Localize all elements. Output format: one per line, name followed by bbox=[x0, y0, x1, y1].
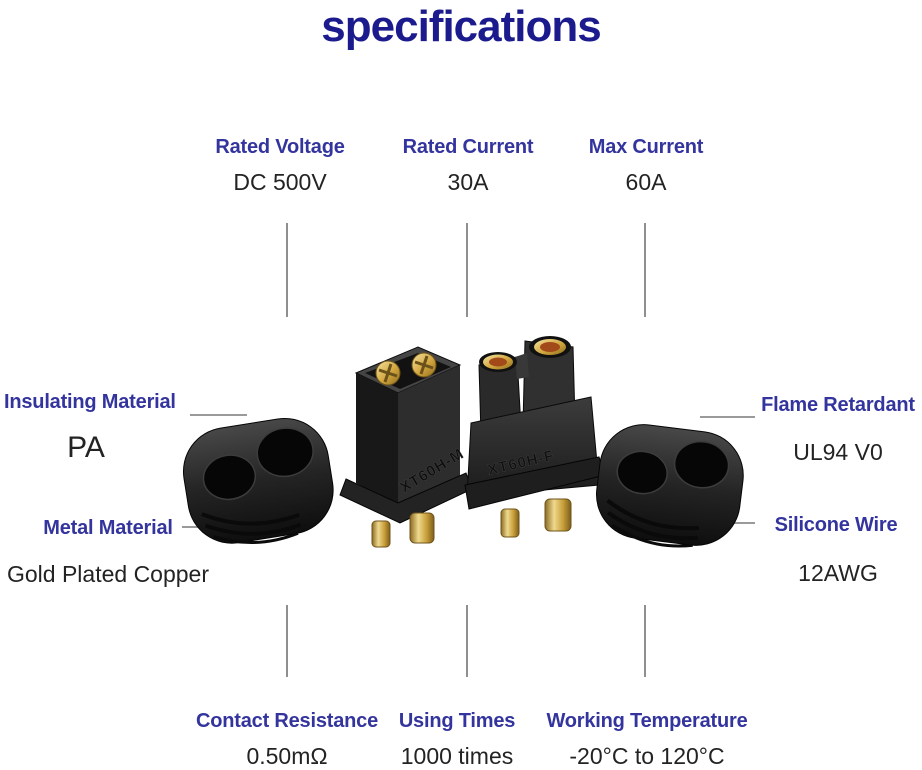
spec-label-rated-voltage: Rated Voltage bbox=[215, 136, 345, 158]
spec-value-rated-current: 30A bbox=[447, 169, 489, 195]
page-title: specifications bbox=[321, 2, 601, 51]
spec-rated-voltage: Rated Voltage DC 500V bbox=[155, 136, 405, 196]
spec-value-insulating-material: PA bbox=[67, 431, 105, 464]
callout-line-silicone-wire bbox=[725, 522, 755, 524]
spec-working-temperature: Working Temperature -20°C to 120°C bbox=[522, 710, 772, 770]
spec-value-rated-voltage: DC 500V bbox=[233, 169, 327, 195]
gold-solder-pin bbox=[371, 520, 391, 548]
gold-solder-pin bbox=[544, 498, 572, 532]
cap-ridge bbox=[213, 531, 299, 544]
spec-rated-current: Rated Current 30A bbox=[343, 136, 593, 196]
protective-cap-right bbox=[596, 424, 744, 548]
spec-value-flame-retardant: UL94 V0 bbox=[793, 439, 883, 465]
spec-value-working-temperature: -20°C to 120°C bbox=[569, 743, 725, 769]
tower-tab bbox=[515, 353, 529, 379]
spec-label-using-times: Using Times bbox=[398, 710, 516, 732]
gold-solder-pin bbox=[500, 508, 520, 538]
cap-body bbox=[596, 424, 744, 546]
spec-using-times: Using Times 1000 times bbox=[332, 710, 582, 770]
spec-value-silicone-wire: 12AWG bbox=[798, 560, 878, 586]
callout-line-max-current bbox=[644, 223, 646, 317]
cap-hole bbox=[673, 440, 730, 489]
spec-value-contact-resistance: 0.50mΩ bbox=[246, 743, 328, 769]
callout-line-using-times bbox=[466, 605, 468, 677]
cap-hole bbox=[616, 450, 668, 495]
spec-value-metal-material: Gold Plated Copper bbox=[6, 561, 210, 587]
connector-side-face bbox=[356, 373, 398, 505]
cap-hole bbox=[202, 454, 257, 501]
callout-line-contact-resistance bbox=[286, 605, 288, 677]
spec-label-metal-material: Metal Material bbox=[43, 517, 173, 539]
spec-label-contact-resistance: Contact Resistance bbox=[195, 710, 378, 732]
xt60-female-connector: XT60H-F bbox=[464, 336, 606, 538]
protective-cap-left bbox=[182, 417, 334, 544]
copper-interior bbox=[540, 342, 560, 352]
cap-ridge bbox=[611, 524, 693, 548]
cap-body bbox=[182, 417, 334, 544]
cap-ridge bbox=[204, 522, 302, 536]
cap-ridge bbox=[606, 511, 698, 541]
gold-solder-pin bbox=[409, 512, 435, 544]
copper-interior bbox=[489, 357, 507, 367]
cap-ridge bbox=[201, 512, 300, 526]
spec-contact-resistance: Contact Resistance 0.50mΩ bbox=[162, 710, 412, 770]
spec-label-max-current: Max Current bbox=[588, 136, 704, 158]
callout-line-rated-voltage bbox=[286, 223, 288, 317]
cap-hole bbox=[256, 427, 314, 478]
pin-slot bbox=[378, 363, 398, 383]
callout-line-rated-current bbox=[466, 223, 468, 317]
xt60-male-connector: XT60H-M bbox=[339, 346, 473, 548]
cap-ridge bbox=[606, 498, 700, 531]
spec-value-max-current: 60A bbox=[625, 169, 667, 195]
connector-front-face bbox=[398, 365, 460, 505]
pin-slot bbox=[414, 355, 434, 375]
callout-line-working-temperature bbox=[644, 605, 646, 677]
spec-value-using-times: 1000 times bbox=[400, 743, 514, 769]
callout-line-flame-retardant bbox=[700, 416, 755, 418]
spec-label-working-temperature: Working Temperature bbox=[546, 710, 748, 732]
product-photo-xt60-connector-set: XT60H-M XT60H-F bbox=[182, 336, 744, 548]
spec-label-rated-current: Rated Current bbox=[402, 136, 534, 158]
spec-label-silicone-wire: Silicone Wire bbox=[774, 514, 898, 536]
spec-max-current: Max Current 60A bbox=[521, 136, 771, 196]
callout-line-insulating-material bbox=[190, 414, 247, 416]
spec-label-insulating-material: Insulating Material bbox=[4, 391, 176, 413]
spec-label-flame-retardant: Flame Retardant bbox=[761, 394, 915, 416]
